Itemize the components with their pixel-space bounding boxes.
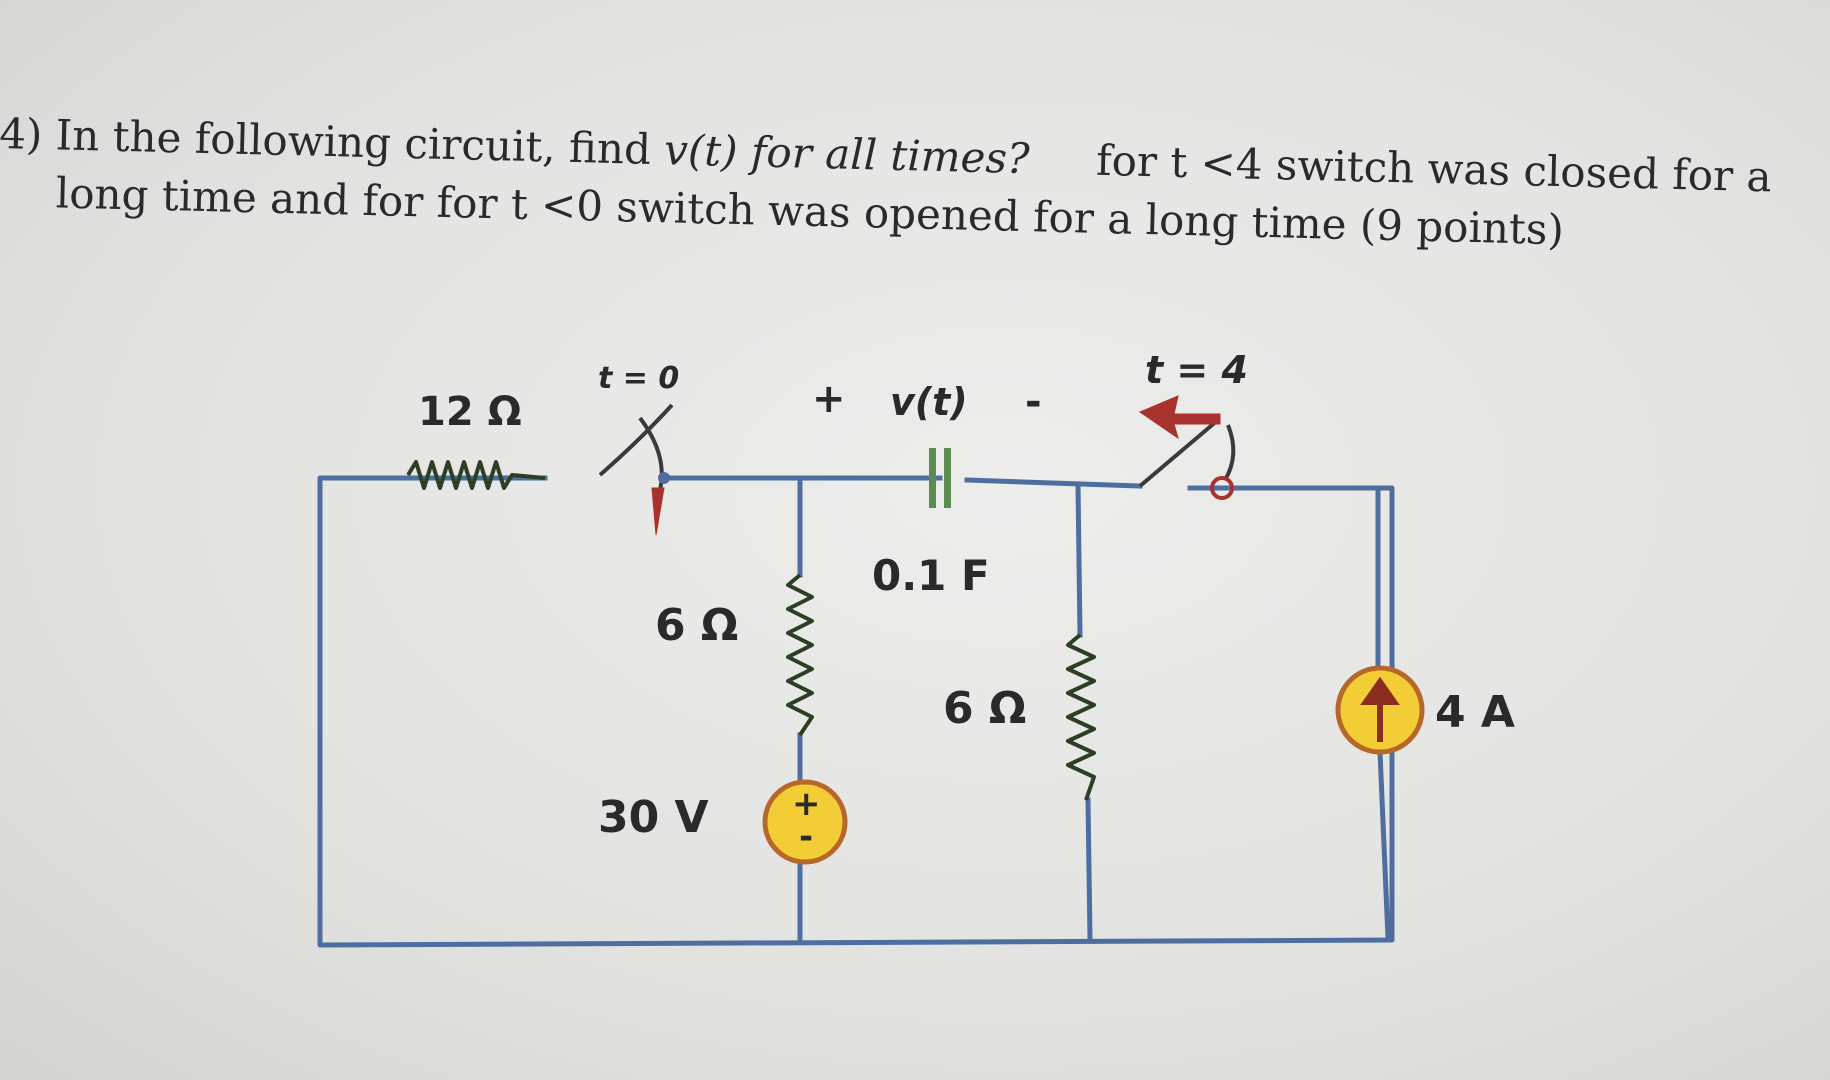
voltage-source-30v: + - [762,779,848,865]
current-source-label: 4 A [1435,687,1515,738]
vt-plus-sign: + [812,376,846,422]
switch-t4[interactable] [1138,395,1236,500]
resistor-6-ohm-middle-label: 6 Ω [655,600,738,651]
capacitor-plate-right [944,448,951,508]
vt-minus-sign: - [1025,379,1042,425]
switch-t0-label: t = 0 [598,361,679,396]
resistor-12-ohm-label: 12 Ω [418,389,522,435]
switch-t4-hook [1223,424,1236,482]
switch-t4-label: t = 4 [1145,348,1248,392]
capacitor-plate-left [929,448,936,508]
voltage-source-minus: - [799,817,813,857]
current-source-arrow-icon [1360,676,1400,742]
resistor-6-ohm-middle [786,573,814,737]
capacitor-0-1f [929,448,951,508]
current-source-4a [1335,665,1425,755]
switch-t4-arrow-icon [1138,395,1221,440]
switch-t0[interactable] [598,403,674,536]
wire-branch-right-6ohm [1075,481,1083,638]
wire-top-right [964,477,1143,489]
voltage-source-label: 30 V [598,792,709,843]
switch-t0-bend [638,416,664,491]
switch-t0-arm [598,403,674,477]
voltage-source-plus: + [792,784,821,824]
resistor-6-ohm-right-label: 6 Ω [943,683,1026,734]
switch-t4-contact-icon [1210,476,1234,500]
resistor-6-ohm-right [1066,633,1096,801]
wire-top-left [317,475,1395,948]
capacitor-label: 0.1 F [872,551,990,600]
resistor-12-ohm [406,460,546,490]
switch-t0-arrow-icon [651,487,665,536]
circuit-wires [317,475,1395,948]
switch-t0-contact [658,472,670,484]
voltage-source-circle [762,779,848,865]
wire-branch-right-6ohm-bottom [1085,797,1093,943]
wire-current-source-bottom [1377,749,1391,941]
switch-t4-arm [1138,418,1220,488]
vt-label: v(t) [890,380,968,424]
